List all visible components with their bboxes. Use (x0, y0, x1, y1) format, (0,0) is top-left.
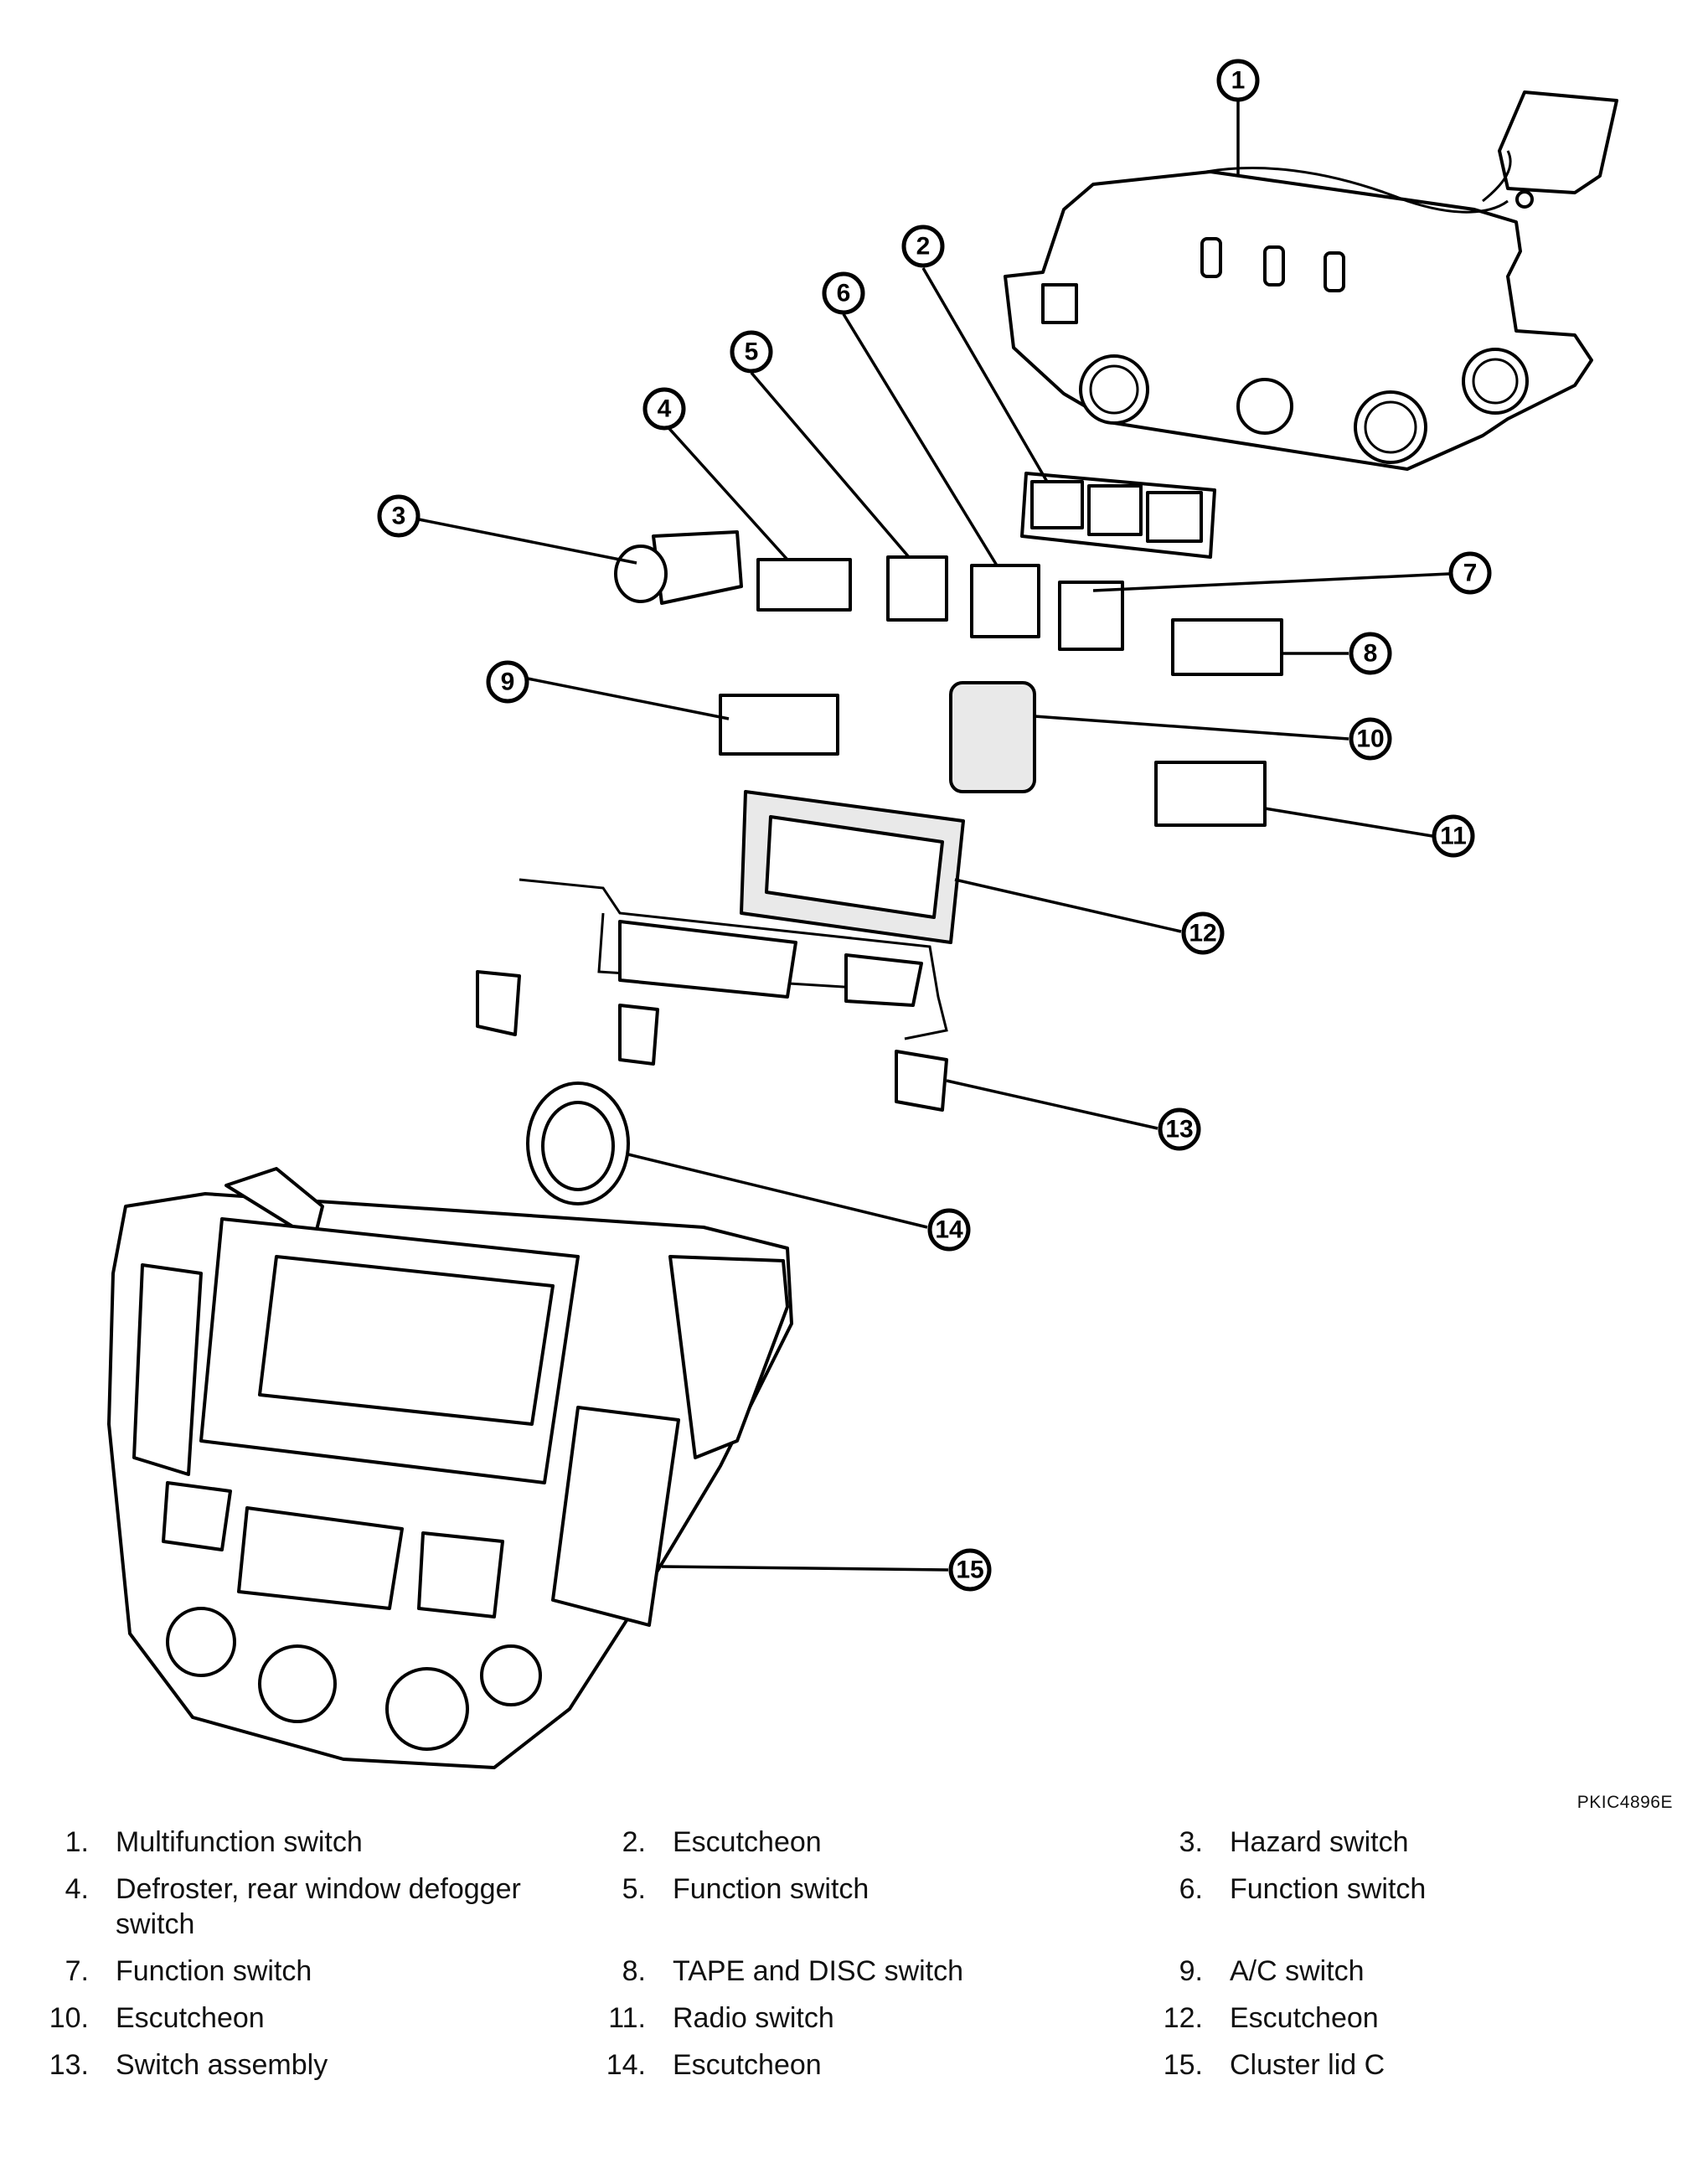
legend-item: 5. Function switch (582, 1871, 1139, 1942)
callout-7: 7 (1448, 551, 1492, 595)
callout-13: 13 (1158, 1107, 1201, 1151)
parts-legend: 1. Multifunction switch 2. Escutcheon 3. Ha… (25, 1825, 1675, 2083)
callout-8: 8 (1349, 632, 1392, 675)
legend-number: 7. (65, 1955, 89, 1987)
legend-label: Switch assembly (116, 2049, 328, 2081)
part-defroster-switch (756, 558, 852, 612)
legend-item: 10. Escutcheon (25, 2000, 582, 2036)
part-tape-disc-switch (1171, 618, 1283, 676)
svg-text:5: 5 (745, 338, 759, 366)
legend-item: 15. Cluster lid C (1139, 2047, 1675, 2083)
callout-1: 1 (1216, 59, 1260, 102)
svg-text:15: 15 (956, 1556, 983, 1584)
part-radio-switch (1154, 761, 1267, 827)
legend-number: 13. (49, 2049, 89, 2081)
svg-text:4: 4 (658, 395, 672, 423)
svg-text:12: 12 (1189, 920, 1216, 947)
legend-label: Defroster, rear window defogger switch (116, 1873, 521, 1940)
callout-3: 3 (377, 494, 421, 538)
legend-number: 8. (622, 1955, 646, 1987)
callout-11: 11 (1432, 814, 1475, 858)
svg-text:7: 7 (1463, 560, 1478, 587)
exploded-parts-diagram: 1 2 3 4 5 6 7 8 9 10 11 12 13 14 15 (107, 59, 1618, 1769)
part-escutcheon-12 (740, 790, 965, 944)
legend-number: 5. (622, 1873, 646, 1905)
legend-number: 10. (49, 2002, 89, 2034)
legend-number: 14. (606, 2049, 646, 2081)
part-ac-switch (719, 694, 839, 756)
leader-lines (418, 101, 1450, 1572)
callout-14: 14 (927, 1208, 971, 1252)
svg-text:6: 6 (837, 280, 851, 307)
part-escutcheon-14 (526, 1082, 630, 1205)
callout-10: 10 (1349, 717, 1392, 761)
legend-label: Hazard switch (1230, 1826, 1409, 1858)
legend-item: 9. A/C switch (1139, 1954, 1675, 1989)
legend-item: 14. Escutcheon (582, 2047, 1139, 2083)
legend-number: 6. (1179, 1873, 1203, 1905)
callout-2: 2 (901, 225, 945, 268)
legend-label: A/C switch (1230, 1955, 1365, 1987)
part-multifunction-switch (1004, 90, 1618, 471)
legend-item: 4. Defroster, rear window defogger switch (25, 1871, 582, 1942)
legend-item: 11. Radio switch (582, 2000, 1139, 2036)
legend-label: Escutcheon (673, 2049, 822, 2081)
svg-text:11: 11 (1440, 823, 1467, 850)
callout-4: 4 (642, 387, 686, 431)
callout-15: 15 (948, 1548, 992, 1592)
legend-number: 1. (65, 1826, 89, 1858)
svg-text:3: 3 (392, 503, 406, 530)
callout-6: 6 (822, 271, 865, 315)
part-hazard-switch (614, 530, 743, 605)
part-switch-assembly (476, 878, 948, 1112)
legend-item: 8. TAPE and DISC switch (582, 1954, 1139, 1989)
svg-text:2: 2 (916, 233, 931, 261)
figure-code: PKIC4896E (1576, 1793, 1673, 1812)
svg-text:14: 14 (935, 1216, 963, 1244)
legend-item: 3. Hazard switch (1139, 1825, 1675, 1860)
callout-9: 9 (486, 660, 529, 704)
legend-item: 6. Function switch (1139, 1871, 1675, 1942)
svg-text:1: 1 (1231, 67, 1246, 95)
part-function-switch-6 (970, 564, 1040, 638)
legend-label: Escutcheon (1230, 2002, 1379, 2034)
legend-item: 2. Escutcheon (582, 1825, 1139, 1860)
legend-item: 7. Function switch (25, 1954, 582, 1989)
legend-label: Escutcheon (673, 1826, 822, 1858)
legend-label: Function switch (1230, 1873, 1427, 1905)
callout-12: 12 (1181, 911, 1225, 955)
part-cluster-lid-c (107, 1167, 793, 1769)
part-escutcheon-2 (1020, 472, 1216, 559)
svg-text:9: 9 (501, 669, 515, 696)
legend-label: Escutcheon (116, 2002, 265, 2034)
callout-5: 5 (730, 330, 773, 374)
legend-label: Multifunction switch (116, 1826, 363, 1858)
legend-item: 1. Multifunction switch (25, 1825, 582, 1860)
svg-text:10: 10 (1356, 725, 1384, 753)
svg-text:8: 8 (1364, 640, 1378, 668)
legend-label: Radio switch (673, 2002, 834, 2034)
legend-label: TAPE and DISC switch (673, 1955, 964, 1987)
legend-number: 12. (1163, 2002, 1203, 2034)
legend-label: Function switch (116, 1955, 312, 1987)
svg-text:13: 13 (1165, 1116, 1193, 1143)
legend-number: 2. (622, 1826, 646, 1858)
legend-number: 9. (1179, 1955, 1203, 1987)
legend-number: 3. (1179, 1826, 1203, 1858)
part-escutcheon-10 (949, 681, 1036, 793)
legend-item: 13. Switch assembly (25, 2047, 582, 2083)
part-function-switch-7 (1058, 581, 1124, 651)
legend-number: 11. (608, 2002, 646, 2034)
legend-number: 15. (1163, 2049, 1203, 2081)
legend-number: 4. (65, 1873, 89, 1905)
part-function-switch-5 (886, 555, 948, 622)
legend-label: Cluster lid C (1230, 2049, 1385, 2081)
legend-label: Function switch (673, 1873, 869, 1905)
legend-item: 12. Escutcheon (1139, 2000, 1675, 2036)
